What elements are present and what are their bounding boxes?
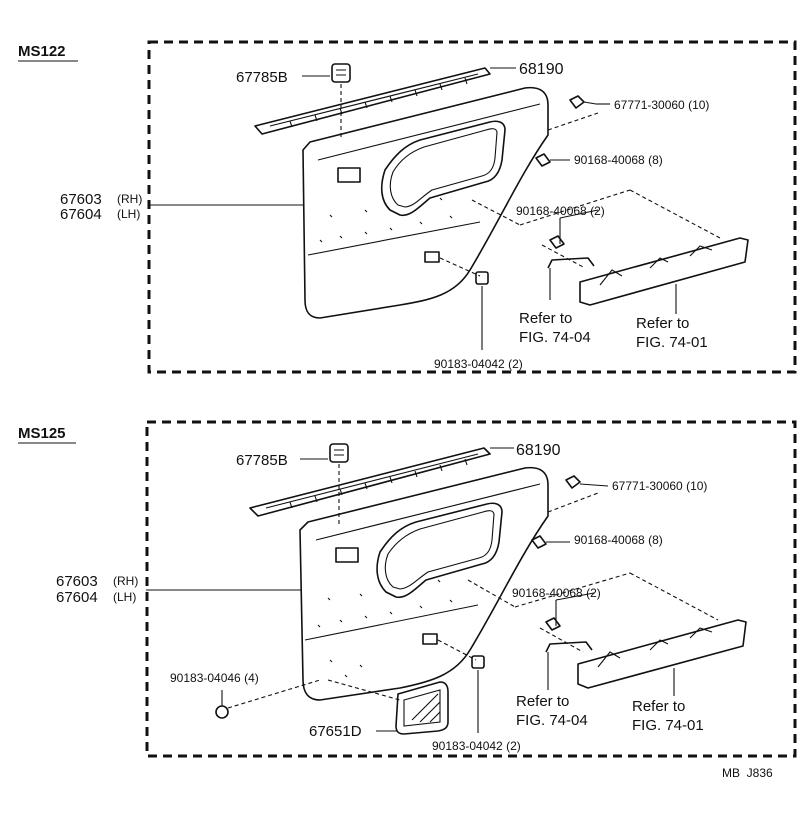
screw-lower-part: [467, 572, 719, 631]
armrest-part: [579, 237, 749, 306]
label-refer-a-line1: Refer to: [516, 693, 569, 710]
door-trim-panel: [302, 86, 549, 319]
label-refer-a-line2: FIG. 74-04: [516, 712, 588, 729]
leader-screw-lower-2: [559, 209, 599, 219]
bracket-part: [539, 627, 593, 690]
label-nut: 90183-04042 (2): [434, 357, 523, 371]
cover-part: [376, 681, 449, 735]
leader-screw-lower-2: [555, 592, 595, 601]
label-panel-lh: 67604: [60, 206, 102, 223]
label-panel-rh-side: (RH): [113, 574, 138, 588]
section-ms122: MS122: [18, 40, 797, 374]
label-panel-lh-side: (LH): [117, 207, 140, 221]
panel-clip-part: [547, 95, 610, 131]
section-frame: [145, 420, 797, 758]
nut-extra-part: [215, 679, 321, 719]
weatherstrip-part: [249, 447, 491, 517]
weatherstrip-part: [254, 67, 491, 135]
armrest-part: [577, 619, 747, 689]
bracket-part: [541, 244, 595, 300]
label-refer-b-line1: Refer to: [632, 698, 685, 715]
label-nut-extra: 90183-04046 (4): [170, 671, 259, 685]
label-refer-b-line1: Refer to: [636, 315, 689, 332]
label-panel-rh: 67603: [56, 573, 98, 590]
label-panel-clip: 67771-30060 (10): [614, 98, 709, 112]
label-refer-b-line2: FIG. 74-01: [636, 334, 708, 351]
label-cover: 67651D: [309, 723, 362, 740]
screw-upper-part: [531, 535, 570, 549]
label-panel-clip: 67771-30060 (10): [612, 479, 707, 493]
label-screw-lower: 90168-40068 (2): [516, 204, 605, 218]
section-frame: [147, 40, 797, 374]
figure-code: MB J836: [722, 766, 773, 780]
section-ms125: MS125: [18, 420, 797, 758]
label-weatherstrip: 68190: [516, 442, 561, 459]
model-title: MS122: [18, 43, 66, 60]
nut-part: [437, 639, 485, 733]
nut-part: [439, 257, 489, 350]
label-nut: 90183-04042 (2): [432, 739, 521, 753]
label-panel-rh: 67603: [60, 191, 102, 208]
label-weatherstrip: 68190: [519, 61, 564, 78]
label-panel-lh: 67604: [56, 589, 98, 606]
panel-clip-part: [547, 475, 609, 513]
label-screw-upper: 90168-40068 (8): [574, 533, 663, 547]
door-trim-panel: [299, 466, 549, 701]
label-screw-lower: 90168-40068 (2): [512, 586, 601, 600]
label-molding-clip: 67785B: [236, 452, 288, 469]
label-refer-b-line2: FIG. 74-01: [632, 717, 704, 734]
label-molding-clip: 67785B: [236, 69, 288, 86]
model-title: MS125: [18, 425, 66, 442]
label-screw-upper: 90168-40068 (8): [574, 153, 663, 167]
screw-lower-part: [471, 189, 721, 249]
screw-upper-part: [535, 153, 570, 167]
molding-clip-part: [331, 63, 351, 140]
label-refer-a-line1: Refer to: [519, 310, 572, 327]
label-panel-rh-side: (RH): [117, 192, 142, 206]
label-refer-a-line2: FIG. 74-04: [519, 329, 591, 346]
label-panel-lh-side: (LH): [113, 590, 136, 604]
